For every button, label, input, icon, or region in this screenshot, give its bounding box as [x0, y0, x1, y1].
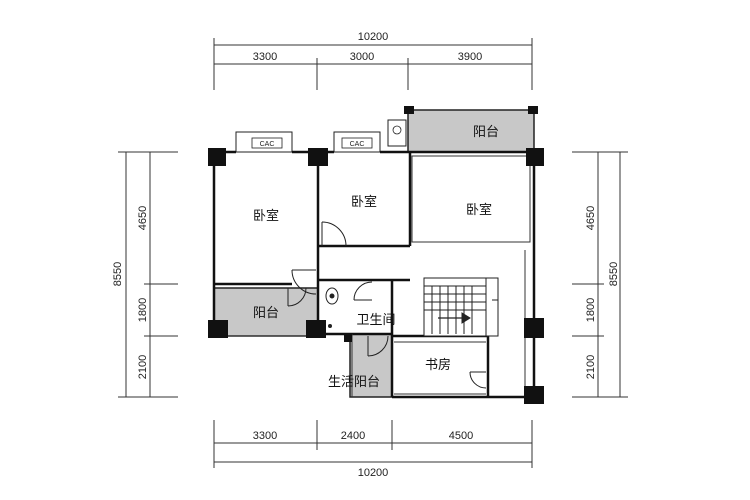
floor-drain-icon: [328, 324, 332, 328]
washbasin-icon: [325, 287, 339, 305]
balcony-left-fill: [213, 287, 319, 337]
right-total-dimension: 8550: [608, 262, 620, 286]
utility-balcony-fill: [349, 333, 393, 398]
left-dimension-3: 2100: [137, 355, 149, 379]
bedroom-2-label: 卧室: [351, 194, 377, 210]
balcony-top-label: 阳台: [473, 125, 499, 140]
ac-label-left: CAC: [260, 141, 275, 148]
right-dimension-1: 4650: [585, 206, 597, 230]
ac-unit-left: CAC: [235, 131, 293, 153]
bathroom-label: 卫生间: [356, 313, 395, 328]
bedroom-1-label: 卧室: [253, 208, 279, 224]
left-dimension-lines: [118, 151, 178, 398]
staircase: [423, 277, 499, 337]
balcony-top-fill: [407, 109, 535, 153]
top-dimension-1: 3300: [253, 51, 277, 63]
top-dimension-3: 3900: [458, 51, 482, 63]
left-dimension-2: 1800: [137, 298, 149, 322]
left-dimension-1: 4650: [137, 206, 149, 230]
ac-unit-middle: CAC: [333, 131, 381, 153]
bottom-dimension-lines: [213, 420, 533, 468]
bottom-dimension-3: 4500: [449, 430, 473, 442]
columns: [208, 106, 544, 404]
ac-label-middle: CAC: [350, 141, 365, 148]
right-dimension-2: 1800: [585, 298, 597, 322]
ac-unit-small: [387, 119, 407, 147]
bottom-dimension-1: 3300: [253, 430, 277, 442]
right-dimension-lines: [572, 151, 628, 398]
balcony-left-label: 阳台: [253, 306, 279, 321]
top-dimension-lines: [213, 38, 533, 90]
bedroom-3-label: 卧室: [466, 202, 492, 218]
bottom-total-dimension: 10200: [358, 467, 389, 479]
top-dimension-2: 3000: [350, 51, 374, 63]
study-label: 书房: [425, 357, 451, 373]
right-dimension-3: 2100: [585, 355, 597, 379]
doors: [287, 221, 487, 389]
left-total-dimension: 8550: [112, 262, 124, 286]
bottom-dimension-2: 2400: [341, 430, 365, 442]
top-total-dimension: 10200: [358, 31, 389, 43]
utility-balcony-label: 生活阳台: [328, 375, 380, 390]
